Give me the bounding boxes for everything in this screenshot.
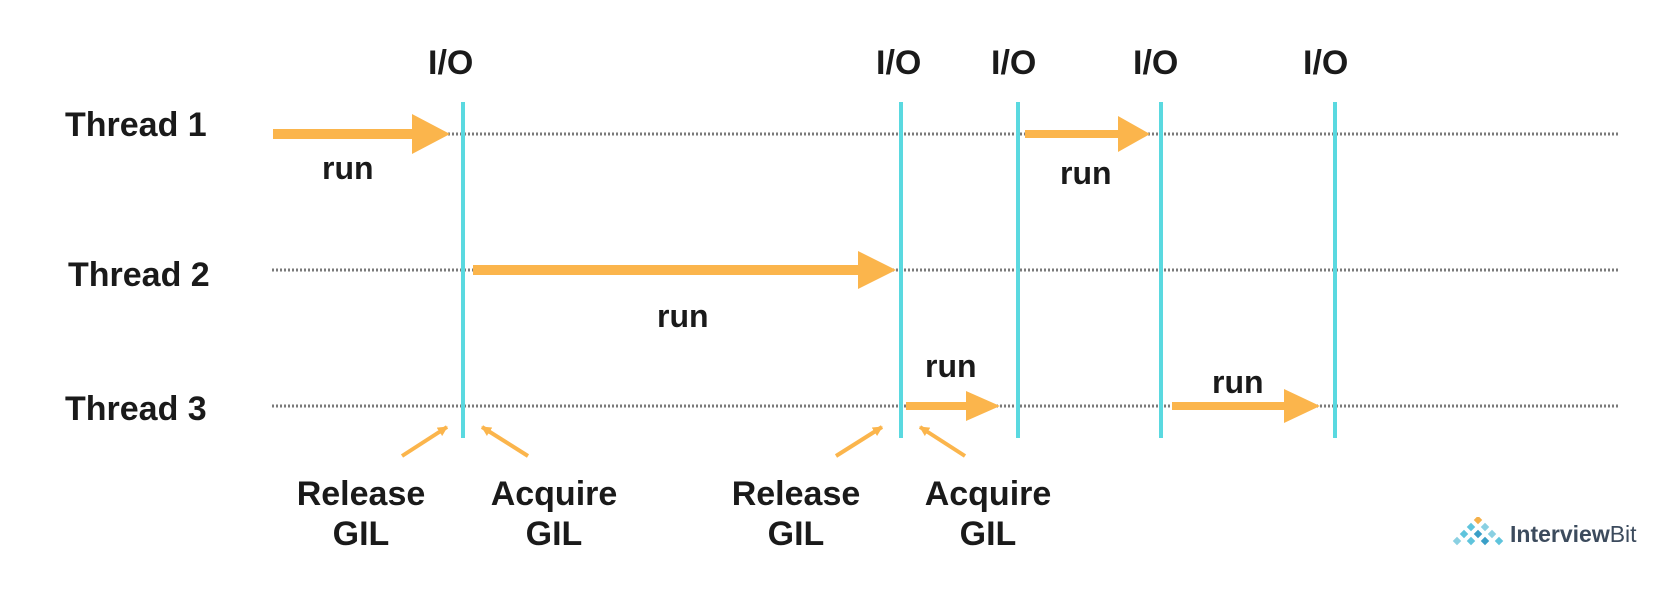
run-label-thread-2: run (657, 298, 709, 334)
release-gil-label-2-line1: Release (731, 475, 861, 513)
acquire-gil-label-2: Acquire GIL (913, 474, 1063, 554)
io-label-3: I/O (991, 44, 1037, 82)
io-label-5: I/O (1303, 44, 1349, 82)
run-arrow-thread-3-a (906, 391, 1000, 421)
acquire-gil-pointer-1 (480, 425, 530, 458)
run-arrow-thread-3-b (1172, 389, 1320, 423)
thread-2-label: Thread 2 (68, 256, 210, 294)
release-gil-label-2: Release GIL (721, 474, 871, 554)
run-label-thread-1-a: run (322, 150, 374, 186)
acquire-gil-label-1-line1: Acquire (490, 475, 618, 513)
io-label-2: I/O (876, 44, 922, 82)
io-label-4: I/O (1133, 44, 1179, 82)
acquire-gil-label-2-line1: Acquire (924, 475, 1052, 513)
release-gil-pointer-2 (834, 425, 884, 458)
run-arrow-thread-1-b (1025, 116, 1150, 152)
brand-name: InterviewBit (1510, 521, 1637, 548)
release-gil-label-2-line2: GIL (767, 515, 825, 554)
release-gil-label-1-line2: GIL (332, 515, 390, 554)
run-arrow-thread-1-a (273, 114, 450, 154)
thread-1-label: Thread 1 (65, 106, 207, 144)
brand-name-bold: Interview (1510, 520, 1610, 547)
interviewbit-logo: InterviewBit (1452, 517, 1637, 551)
triangle-blocks-icon (1452, 517, 1504, 546)
release-gil-label-1: Release GIL (286, 474, 436, 554)
acquire-gil-label-1: Acquire GIL (479, 474, 629, 554)
run-label-thread-1-b: run (1060, 155, 1112, 191)
run-label-thread-3-a: run (925, 348, 977, 384)
release-gil-label-1-line1: Release (296, 475, 426, 513)
io-label-1: I/O (428, 44, 474, 82)
thread-3-label: Thread 3 (65, 390, 207, 428)
run-label-thread-3-b: run (1212, 364, 1264, 400)
acquire-gil-pointer-2 (918, 425, 967, 458)
acquire-gil-label-1-line2: GIL (525, 515, 583, 554)
release-gil-pointer-1 (400, 425, 449, 458)
run-arrow-thread-2 (473, 251, 896, 289)
brand-name-regular: Bit (1609, 520, 1637, 547)
acquire-gil-label-2-line2: GIL (959, 515, 1017, 554)
